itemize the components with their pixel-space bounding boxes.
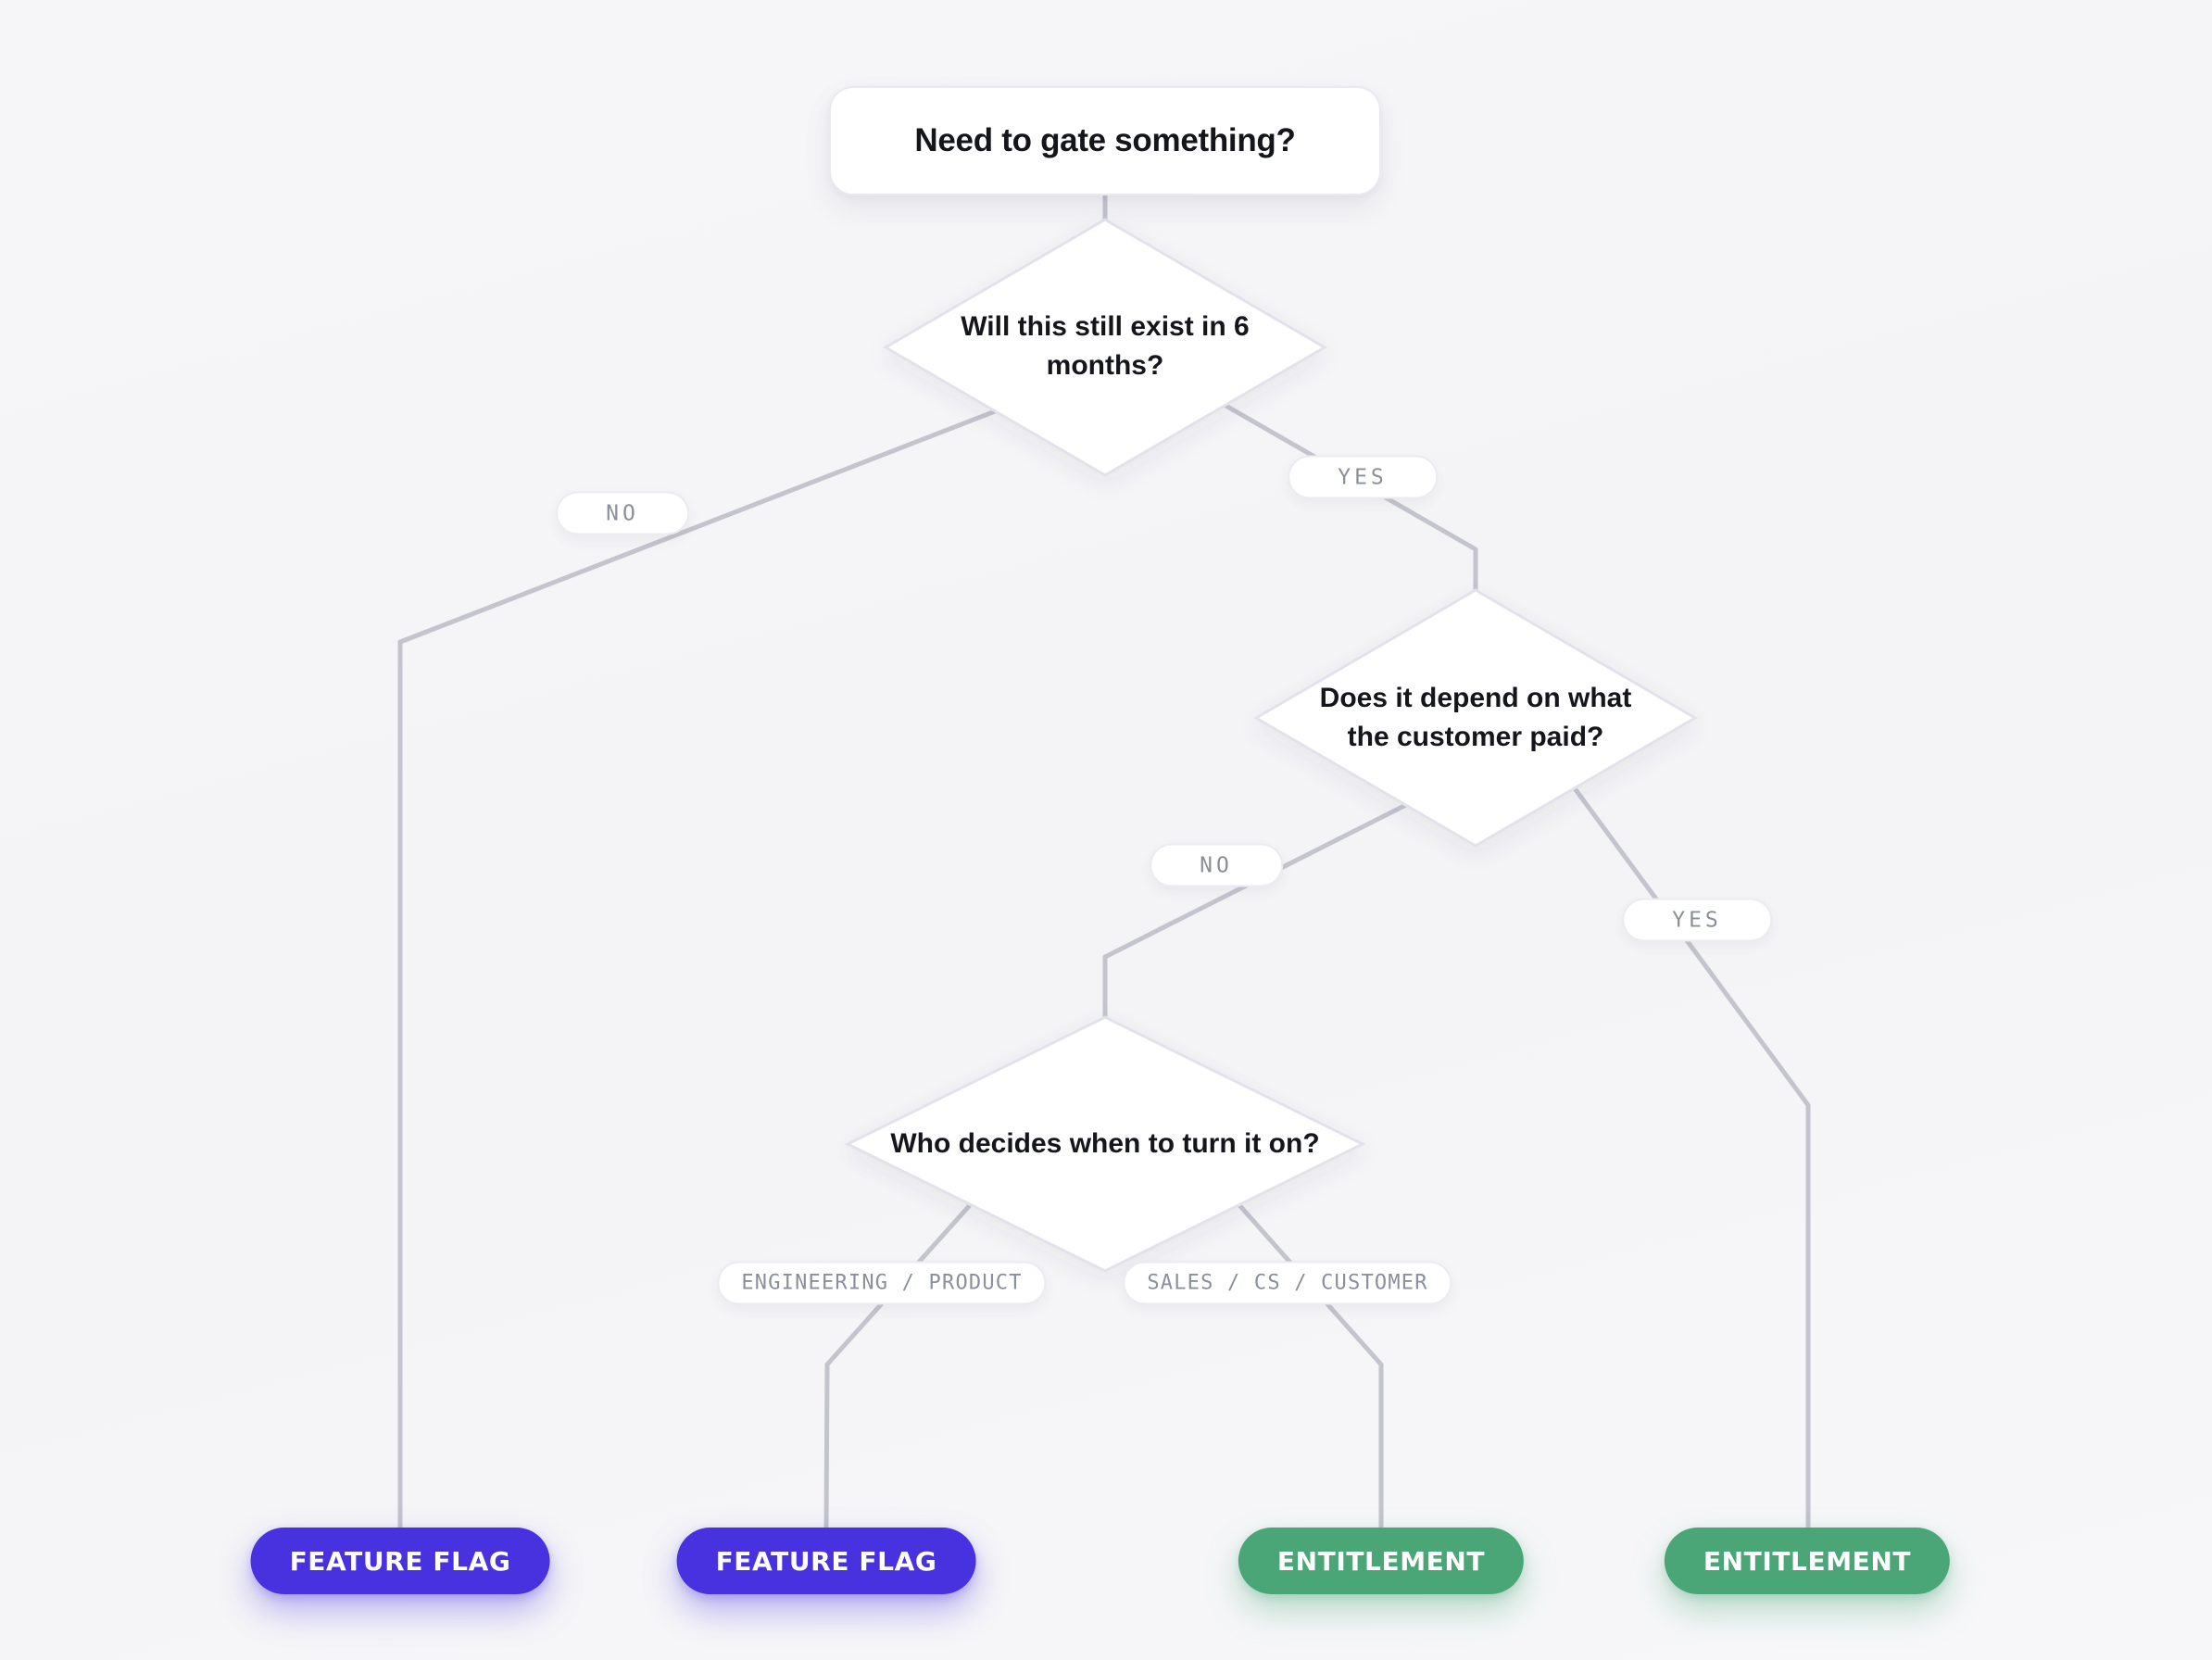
decision-exist-diamond xyxy=(883,218,1327,477)
outcome-feature-flag-1: FEATURE FLAG xyxy=(250,1528,550,1594)
edge-label-exist-yes: YES xyxy=(1288,455,1438,499)
edge-exist-no xyxy=(397,366,1108,1529)
edge-label-paid-no: NO xyxy=(1150,843,1283,887)
edge-label-exist-no: NO xyxy=(556,491,689,535)
decision-paid-diamond xyxy=(1253,588,1698,848)
outcome-entitlement-1: ENTITLEMENT xyxy=(1238,1528,1525,1594)
edge-label-paid-yes: YES xyxy=(1622,898,1772,942)
edge-paid-yes xyxy=(1473,651,1811,1529)
root-node: Need to gate something? xyxy=(829,86,1381,195)
edge-label-sales-cs-customer: SALES / CS / CUSTOMER xyxy=(1123,1261,1452,1305)
decision-who-diamond xyxy=(844,1015,1366,1273)
outcome-entitlement-2: ENTITLEMENT xyxy=(1664,1528,1951,1594)
outcome-feature-flag-2: FEATURE FLAG xyxy=(676,1528,976,1594)
edge-label-engineering-product: ENGINEERING / PRODUCT xyxy=(717,1261,1047,1305)
